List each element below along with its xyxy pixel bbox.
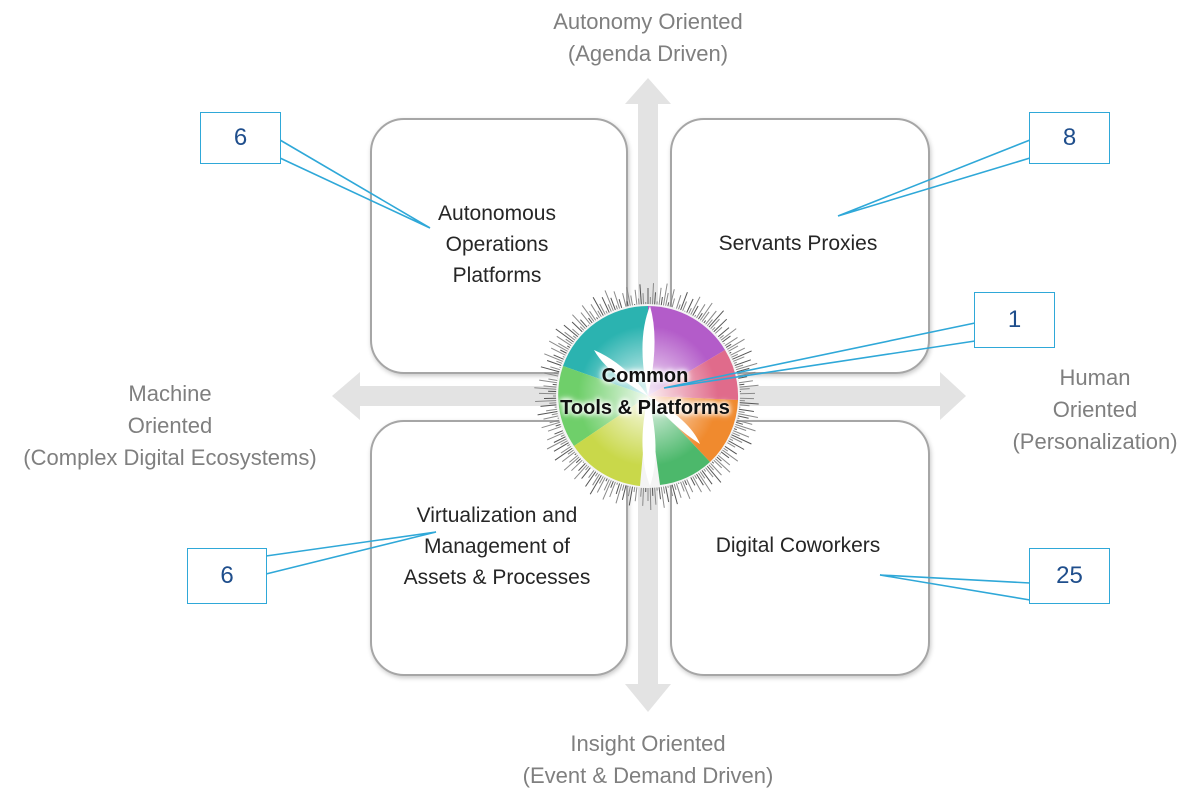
count-badge-center: 1 (974, 292, 1055, 348)
callout-line-bottom-right (880, 575, 1030, 600)
callout-line-bottom-left (266, 532, 436, 574)
count-badge-bottom-right: 25 (1029, 548, 1110, 604)
callout-line-top-right (838, 140, 1030, 216)
callout-line-top-left (280, 140, 430, 228)
callout-line-center (664, 323, 975, 388)
count-badge-top-right: 8 (1029, 112, 1110, 164)
count-badge-top-left: 6 (200, 112, 281, 164)
count-badge-bottom-left: 6 (187, 548, 267, 604)
